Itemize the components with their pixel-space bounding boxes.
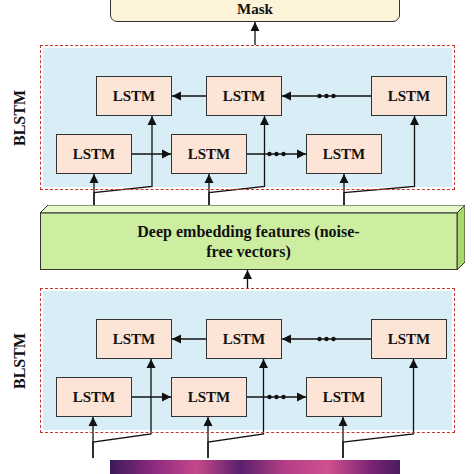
blstm-group: BLSTMLSTMLSTMLSTMLSTMLSTMLSTM	[40, 288, 455, 433]
box-label: LSTM	[223, 88, 266, 105]
box-label: LSTM	[323, 389, 366, 406]
lstm-cell: LSTM	[371, 319, 447, 359]
lstm-cell: LSTM	[306, 377, 382, 417]
lstm-cell: LSTM	[171, 134, 247, 174]
connector-arrow	[172, 95, 206, 96]
box-label: LSTM	[113, 88, 156, 105]
lstm-cell: LSTM	[56, 377, 132, 417]
connector-arrow	[172, 338, 206, 339]
output-box: Mask	[110, 0, 400, 22]
lstm-cell: LSTM	[206, 76, 282, 116]
box-label: LSTM	[113, 331, 156, 348]
blstm-group: BLSTMLSTMLSTMLSTMLSTMLSTMLSTM	[40, 45, 455, 190]
box-side-face	[457, 205, 465, 270]
connector-arrow	[247, 270, 248, 288]
ellipsis-dot	[331, 94, 335, 98]
box-label: LSTM	[323, 146, 366, 163]
box-label: LSTM	[388, 88, 431, 105]
box-label: Deep embedding features (noise-free vect…	[129, 222, 369, 260]
group-fill	[43, 48, 452, 187]
ellipsis-dot	[281, 395, 285, 399]
ellipsis-dot	[324, 94, 328, 98]
box-label: LSTM	[188, 389, 231, 406]
ellipsis-dot	[324, 337, 328, 341]
connector-arrow	[132, 396, 171, 397]
ellipsis-dot	[281, 152, 285, 156]
ellipsis-dot	[267, 152, 271, 156]
group-label: BLSTM	[11, 332, 29, 388]
ellipsis-dot	[317, 337, 321, 341]
ellipsis-dot	[274, 395, 278, 399]
ellipsis-dot	[274, 152, 278, 156]
box-label: LSTM	[388, 331, 431, 348]
group-label: BLSTM	[11, 89, 29, 145]
box-label: LSTM	[73, 389, 116, 406]
lstm-cell: LSTM	[306, 134, 382, 174]
lstm-cell: LSTM	[96, 76, 172, 116]
input-arrows	[93, 359, 414, 458]
connector-arrow	[254, 22, 255, 45]
ellipsis-dot	[331, 337, 335, 341]
embedding-box: Deep embedding features (noise-free vect…	[40, 205, 465, 270]
box-label: LSTM	[223, 331, 266, 348]
box-label: LSTM	[73, 146, 116, 163]
box-top-face	[40, 205, 465, 213]
box-front-face	[41, 213, 458, 270]
group-fill	[43, 291, 452, 430]
ellipsis-dot	[317, 94, 321, 98]
lstm-cell: LSTM	[56, 134, 132, 174]
lstm-cell: LSTM	[171, 377, 247, 417]
box-label: LSTM	[188, 146, 231, 163]
box-label: Mask	[237, 1, 273, 18]
lstm-cell: LSTM	[96, 319, 172, 359]
lstm-cell: LSTM	[206, 319, 282, 359]
lstm-cell: LSTM	[371, 76, 447, 116]
ellipsis-dot	[267, 395, 271, 399]
spectrogram-strip	[110, 460, 400, 474]
